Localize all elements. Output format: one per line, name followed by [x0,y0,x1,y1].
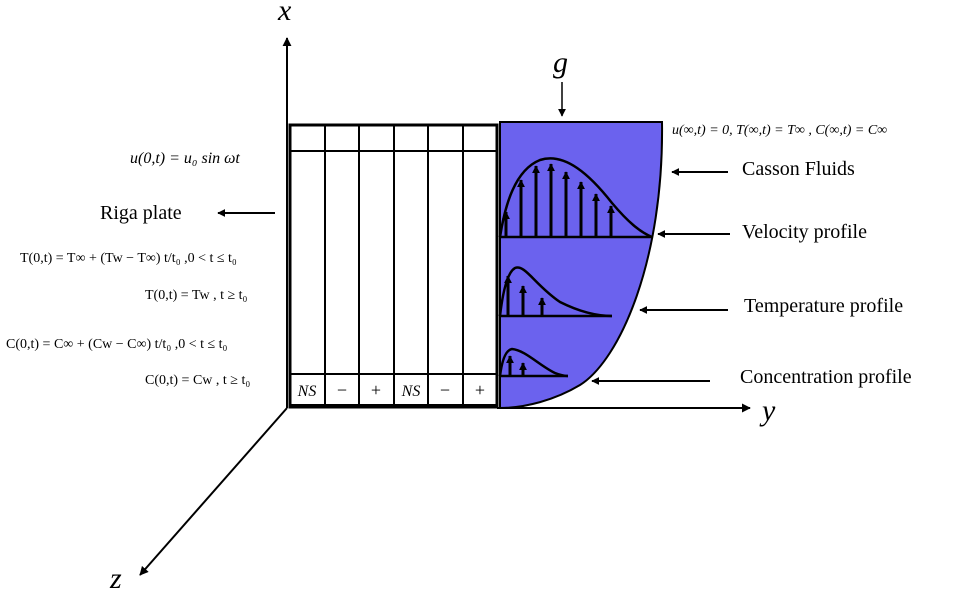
y-axis-label: y [759,394,776,427]
plate-cell-minus: − [337,380,347,400]
temperature-ramp-condition: T(0,t) = T∞ + (Tw − T∞) t/t₀ ,0 < t ≤ t₀ [20,251,237,266]
concentration-profile [498,347,569,378]
concentration-ramp-condition: C(0,t) = C∞ + (Cw − C∞) t/t₀ ,0 < t ≤ t₀ [6,337,228,352]
plate-cell-ns: NS [401,383,421,400]
concentration-constant-condition: C(0,t) = Cw , t ≥ t₀ [145,373,250,388]
temperature-profile-label: Temperature profile [744,295,903,317]
riga-plate: NS − + NS − + [288,123,499,409]
plate-cell-minus: − [440,380,450,400]
gravity-label: g [553,46,568,79]
z-axis-label: z [109,562,122,591]
z-axis [139,407,288,576]
casson-fluids-label: Casson Fluids [742,158,855,180]
far-field-condition: u(∞,t) = 0, T(∞,t) = T∞ , C(∞,t) = C∞ [672,123,887,138]
concentration-profile-label: Concentration profile [740,366,912,388]
velocity-profile [498,157,653,239]
temperature-profile [498,266,613,318]
x-axis-label: x [277,0,292,27]
casson-fluid-region [499,121,664,410]
temperature-constant-condition: T(0,t) = Tw , t ≥ t₀ [145,288,248,303]
velocity-profile-label: Velocity profile [742,221,867,243]
velocity-boundary-condition: u(0,t) = u₀ sin ωt [130,150,240,167]
plate-cell-plus: + [371,380,381,400]
riga-plate-label: Riga plate [100,202,182,224]
plate-cell-plus: + [475,380,485,400]
plate-cell-ns: NS [297,383,317,400]
